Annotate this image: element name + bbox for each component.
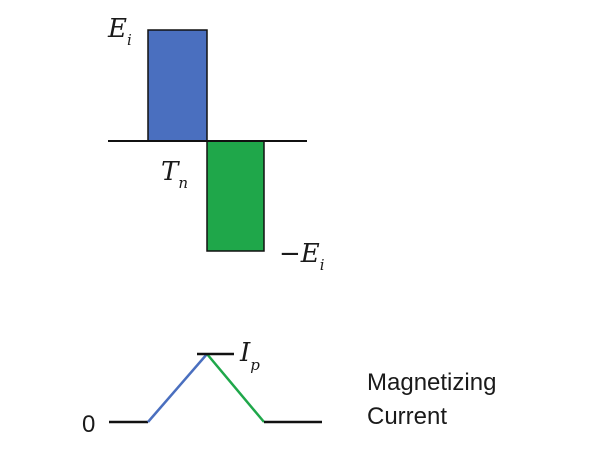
- negative-voltage-pulse: [206, 140, 265, 252]
- magnetizing-current-caption-line1: Magnetizing: [367, 369, 496, 396]
- period-label: Tn: [161, 157, 188, 192]
- voltage-waveform: Ei Tn −Ei: [107, 14, 325, 274]
- current-rising-ramp: [147, 353, 208, 423]
- negative-voltage-label: −Ei: [279, 239, 325, 274]
- peak-current-label: Ip: [239, 338, 260, 374]
- zero-label: 0: [82, 411, 95, 438]
- current-waveform: 0 Ip Magnetizing Current: [82, 338, 496, 438]
- current-falling-ramp: [206, 353, 265, 423]
- magnetizing-current-caption-line2: Current: [367, 403, 447, 430]
- positive-voltage-label: Ei: [107, 14, 132, 49]
- positive-voltage-pulse: [147, 29, 208, 142]
